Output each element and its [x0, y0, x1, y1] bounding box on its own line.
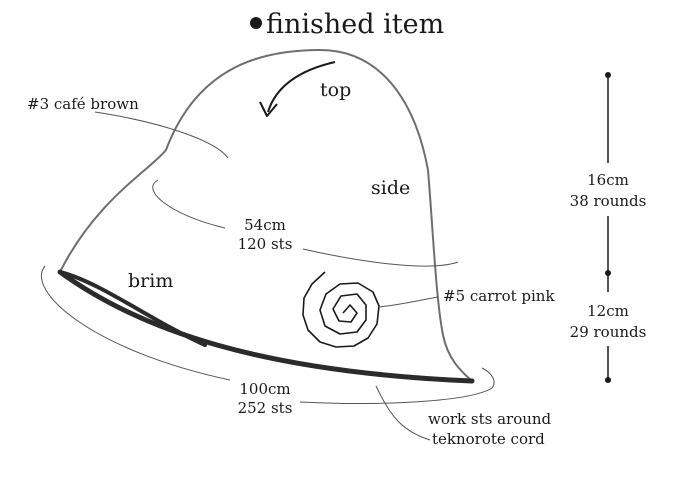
top-arrow-head-icon: [259, 101, 278, 117]
label-brim: brim: [128, 270, 173, 292]
brim-circ-left-line: [40, 265, 231, 381]
main-color-leader: [94, 111, 229, 159]
top-arrow-curve: [267, 61, 336, 113]
label-brim-height: 12cm: [587, 302, 629, 320]
label-side-height: 16cm: [587, 171, 629, 189]
dim-point-top: [605, 72, 611, 78]
head-circ-left-line: [152, 179, 226, 229]
label-side: side: [371, 177, 410, 199]
brim-cord-inner: [58, 270, 207, 347]
label-head-circ: 54cm: [244, 216, 286, 234]
hat-outline: [59, 48, 473, 382]
label-brim-sts: 252 sts: [238, 399, 293, 417]
page-title: finished item: [266, 9, 444, 40]
label-main-color: #3 café brown: [27, 95, 139, 113]
label-top: top: [320, 79, 351, 101]
label-side-rounds: 38 rounds: [570, 192, 647, 210]
brim-circ-right-line: [299, 367, 495, 404]
edge-note-leader: [375, 385, 431, 441]
dim-point-mid: [605, 270, 611, 276]
label-edge-note-1: work sts around: [428, 410, 552, 428]
label-flower-color: #5 carrot pink: [443, 287, 555, 305]
head-circ-right-line: [302, 248, 459, 267]
flower-motif: [302, 271, 380, 348]
height-dimension: [605, 72, 611, 383]
label-edge-note-2: teknorote cord: [432, 430, 545, 448]
title-bullet-icon: [250, 17, 262, 29]
label-head-sts: 120 sts: [238, 235, 293, 253]
flower-leader: [377, 296, 439, 308]
dim-point-bottom: [605, 377, 611, 383]
label-brim-rounds: 29 rounds: [570, 323, 647, 341]
brim-cord-outer: [57, 269, 475, 384]
label-brim-circ: 100cm: [239, 380, 290, 398]
